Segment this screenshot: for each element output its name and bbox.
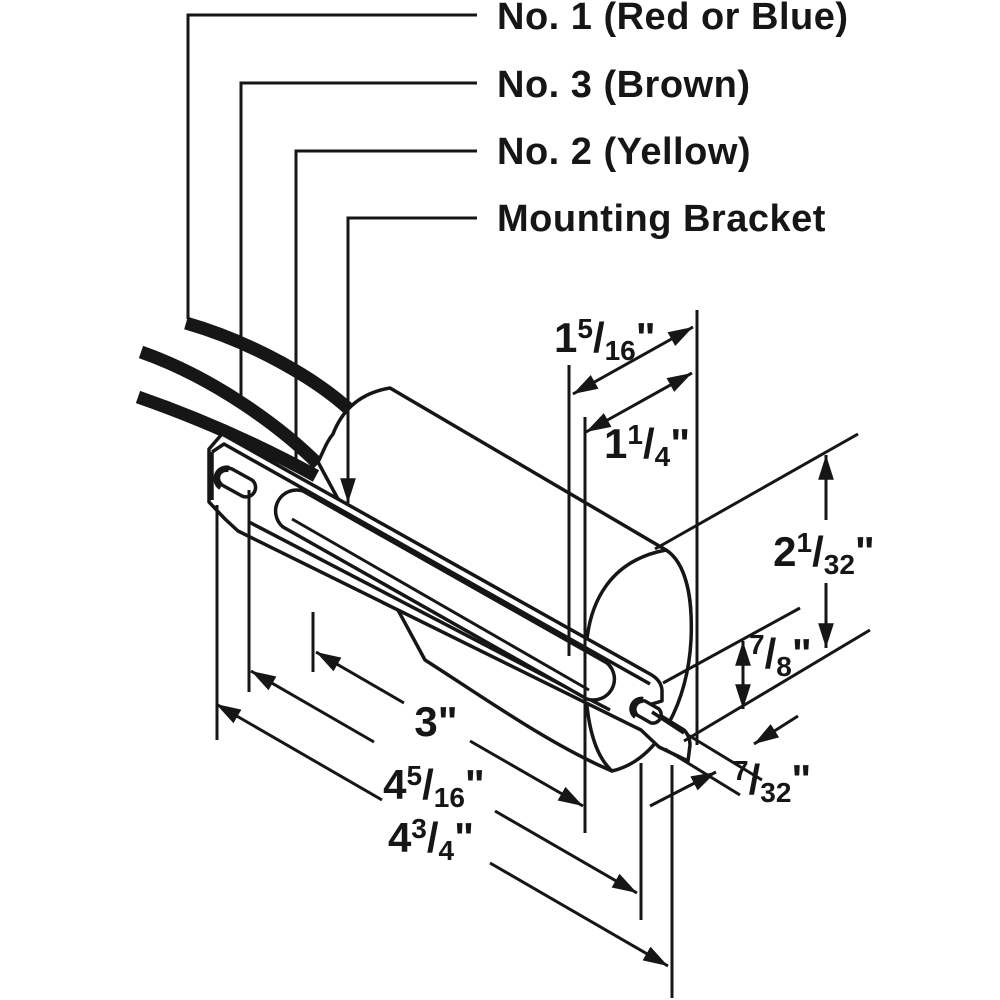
bracket-right-tab-inner-line xyxy=(651,710,685,735)
dim-arrow-3-right xyxy=(469,739,584,808)
dim-label-1-5-16: 15/16" xyxy=(554,313,656,366)
bracket-left-slot-shadow-arc xyxy=(213,465,230,490)
ext-tab-edge-band-upper xyxy=(687,733,763,782)
ext-tab-end-diagonal xyxy=(683,628,871,743)
bracket-top-thickness-line xyxy=(211,442,651,686)
dim-label-4-3-4: 43/4" xyxy=(388,813,474,866)
dim-arrow-4-3-4-left xyxy=(215,702,383,802)
dim-label-7-8: 7/8" xyxy=(749,629,812,682)
leader-no2 xyxy=(294,149,477,466)
ext-cap-top-diagonal xyxy=(654,432,859,551)
wire-no3 xyxy=(138,345,323,469)
dim-label-3: 3" xyxy=(414,698,457,745)
dim-arrow-7-32-lower xyxy=(649,770,717,808)
dim-label-2-1-32: 21/32" xyxy=(773,527,875,580)
dim-label-7-32: 7/32" xyxy=(733,755,811,808)
callout-leaders xyxy=(186,13,477,503)
dim-label-1-1-4: 11/4" xyxy=(604,419,690,472)
extension-lines xyxy=(215,310,871,998)
callout-no1: No. 1 (Red or Blue) xyxy=(497,0,849,38)
dim-arrow-4-5-16-left xyxy=(250,669,375,744)
mounting-bracket xyxy=(207,432,692,763)
dimension-arrows xyxy=(215,325,834,968)
lead-wires xyxy=(135,316,357,482)
leader-no1 xyxy=(186,13,477,319)
callout-mounting-bracket: Mounting Bracket xyxy=(497,198,826,240)
bracket-right-slot-shadow-arc xyxy=(629,696,644,719)
dim-arrow-7-32-upper xyxy=(753,714,799,746)
leader-no3 xyxy=(239,81,477,400)
dimension-labels: 15/16" 11/4" 21/32" 7/8" 3" 45/16" 43/4"… xyxy=(383,313,875,866)
dim-arrow-4-3-4-right xyxy=(489,861,669,968)
callout-no3: No. 3 (Brown) xyxy=(497,64,750,106)
leader-mounting-bracket xyxy=(340,216,477,503)
ext-bracket-corner-diagonal xyxy=(662,606,801,685)
dim-arrow-3-left xyxy=(315,650,405,705)
dim-label-4-5-16: 45/16" xyxy=(383,760,485,813)
wire-no2 xyxy=(135,390,320,482)
dim-arrow-1-1-4 xyxy=(585,371,693,434)
callout-no2: No. 2 (Yellow) xyxy=(497,131,751,173)
dim-arrow-4-5-16-right xyxy=(494,809,638,895)
bracket-center-slot xyxy=(273,488,617,702)
callout-labels: No. 1 (Red or Blue) No. 3 (Brown) No. 2 … xyxy=(497,0,849,240)
ext-tab-edge-band-lower xyxy=(664,747,741,797)
bracket-center-slot-inner-edge xyxy=(291,517,590,692)
wire-no1 xyxy=(184,316,357,417)
